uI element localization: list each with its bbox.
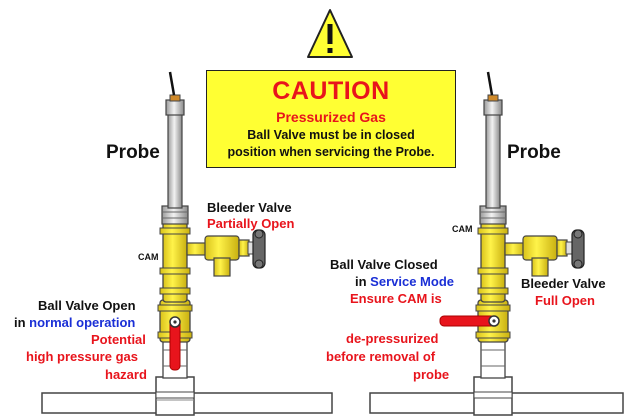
- right-valve-assembly: [369, 71, 624, 416]
- left-hazard-line-3: hazard: [105, 367, 147, 382]
- left-cam-label: CAM: [138, 252, 159, 262]
- left-valve-assembly: [41, 71, 333, 416]
- right-ball-valve-title: Ball Valve Closed: [330, 257, 438, 272]
- caution-subtitle: Pressurized Gas: [276, 109, 386, 125]
- left-ball-valve-title: Ball Valve Open: [38, 298, 136, 313]
- left-mode-prefix: in: [14, 315, 30, 330]
- right-note-line-2: de-pressurized: [346, 331, 439, 346]
- right-note-line-4: probe: [413, 367, 450, 382]
- right-ball-valve-handle: [439, 315, 500, 327]
- left-mode-name: normal operation: [29, 315, 136, 330]
- caution-title: CAUTION: [272, 77, 390, 105]
- right-bleeder-valve: [504, 229, 585, 277]
- left-hazard-line-2: high pressure gas: [26, 349, 138, 364]
- left-hazard-line-1: Potential: [91, 332, 146, 347]
- left-bleeder-state: Partially Open: [207, 216, 295, 231]
- left-pipe: [41, 376, 333, 416]
- caution-box: CAUTION Pressurized Gas Ball Valve must …: [206, 70, 456, 168]
- right-pipe: [369, 376, 624, 416]
- right-cam-label: CAM: [452, 224, 473, 234]
- right-mode-prefix: in: [355, 274, 371, 289]
- right-note-line-1: Ensure CAM is: [350, 291, 442, 306]
- right-mode-line: in Service Mode: [355, 274, 454, 290]
- caution-line-2: position when servicing the Probe.: [227, 145, 435, 159]
- right-probe-label: Probe: [507, 142, 561, 163]
- caution-line-1: Ball Valve must be in closed: [247, 128, 415, 142]
- right-bleeder-state: Full Open: [535, 293, 595, 308]
- left-bleeder-title: Bleeder Valve: [207, 200, 292, 215]
- left-mode-line: in normal operation: [14, 315, 136, 331]
- exclamation-triangle-icon: [307, 9, 353, 58]
- right-note-line-3: before removal of: [326, 349, 436, 364]
- right-mode-name: Service Mode: [370, 274, 454, 289]
- left-probe-label: Probe: [106, 142, 160, 163]
- right-bleeder-title: Bleeder Valve: [521, 276, 606, 291]
- left-ball-valve-handle: [169, 316, 181, 371]
- left-bleeder-valve: [186, 229, 266, 277]
